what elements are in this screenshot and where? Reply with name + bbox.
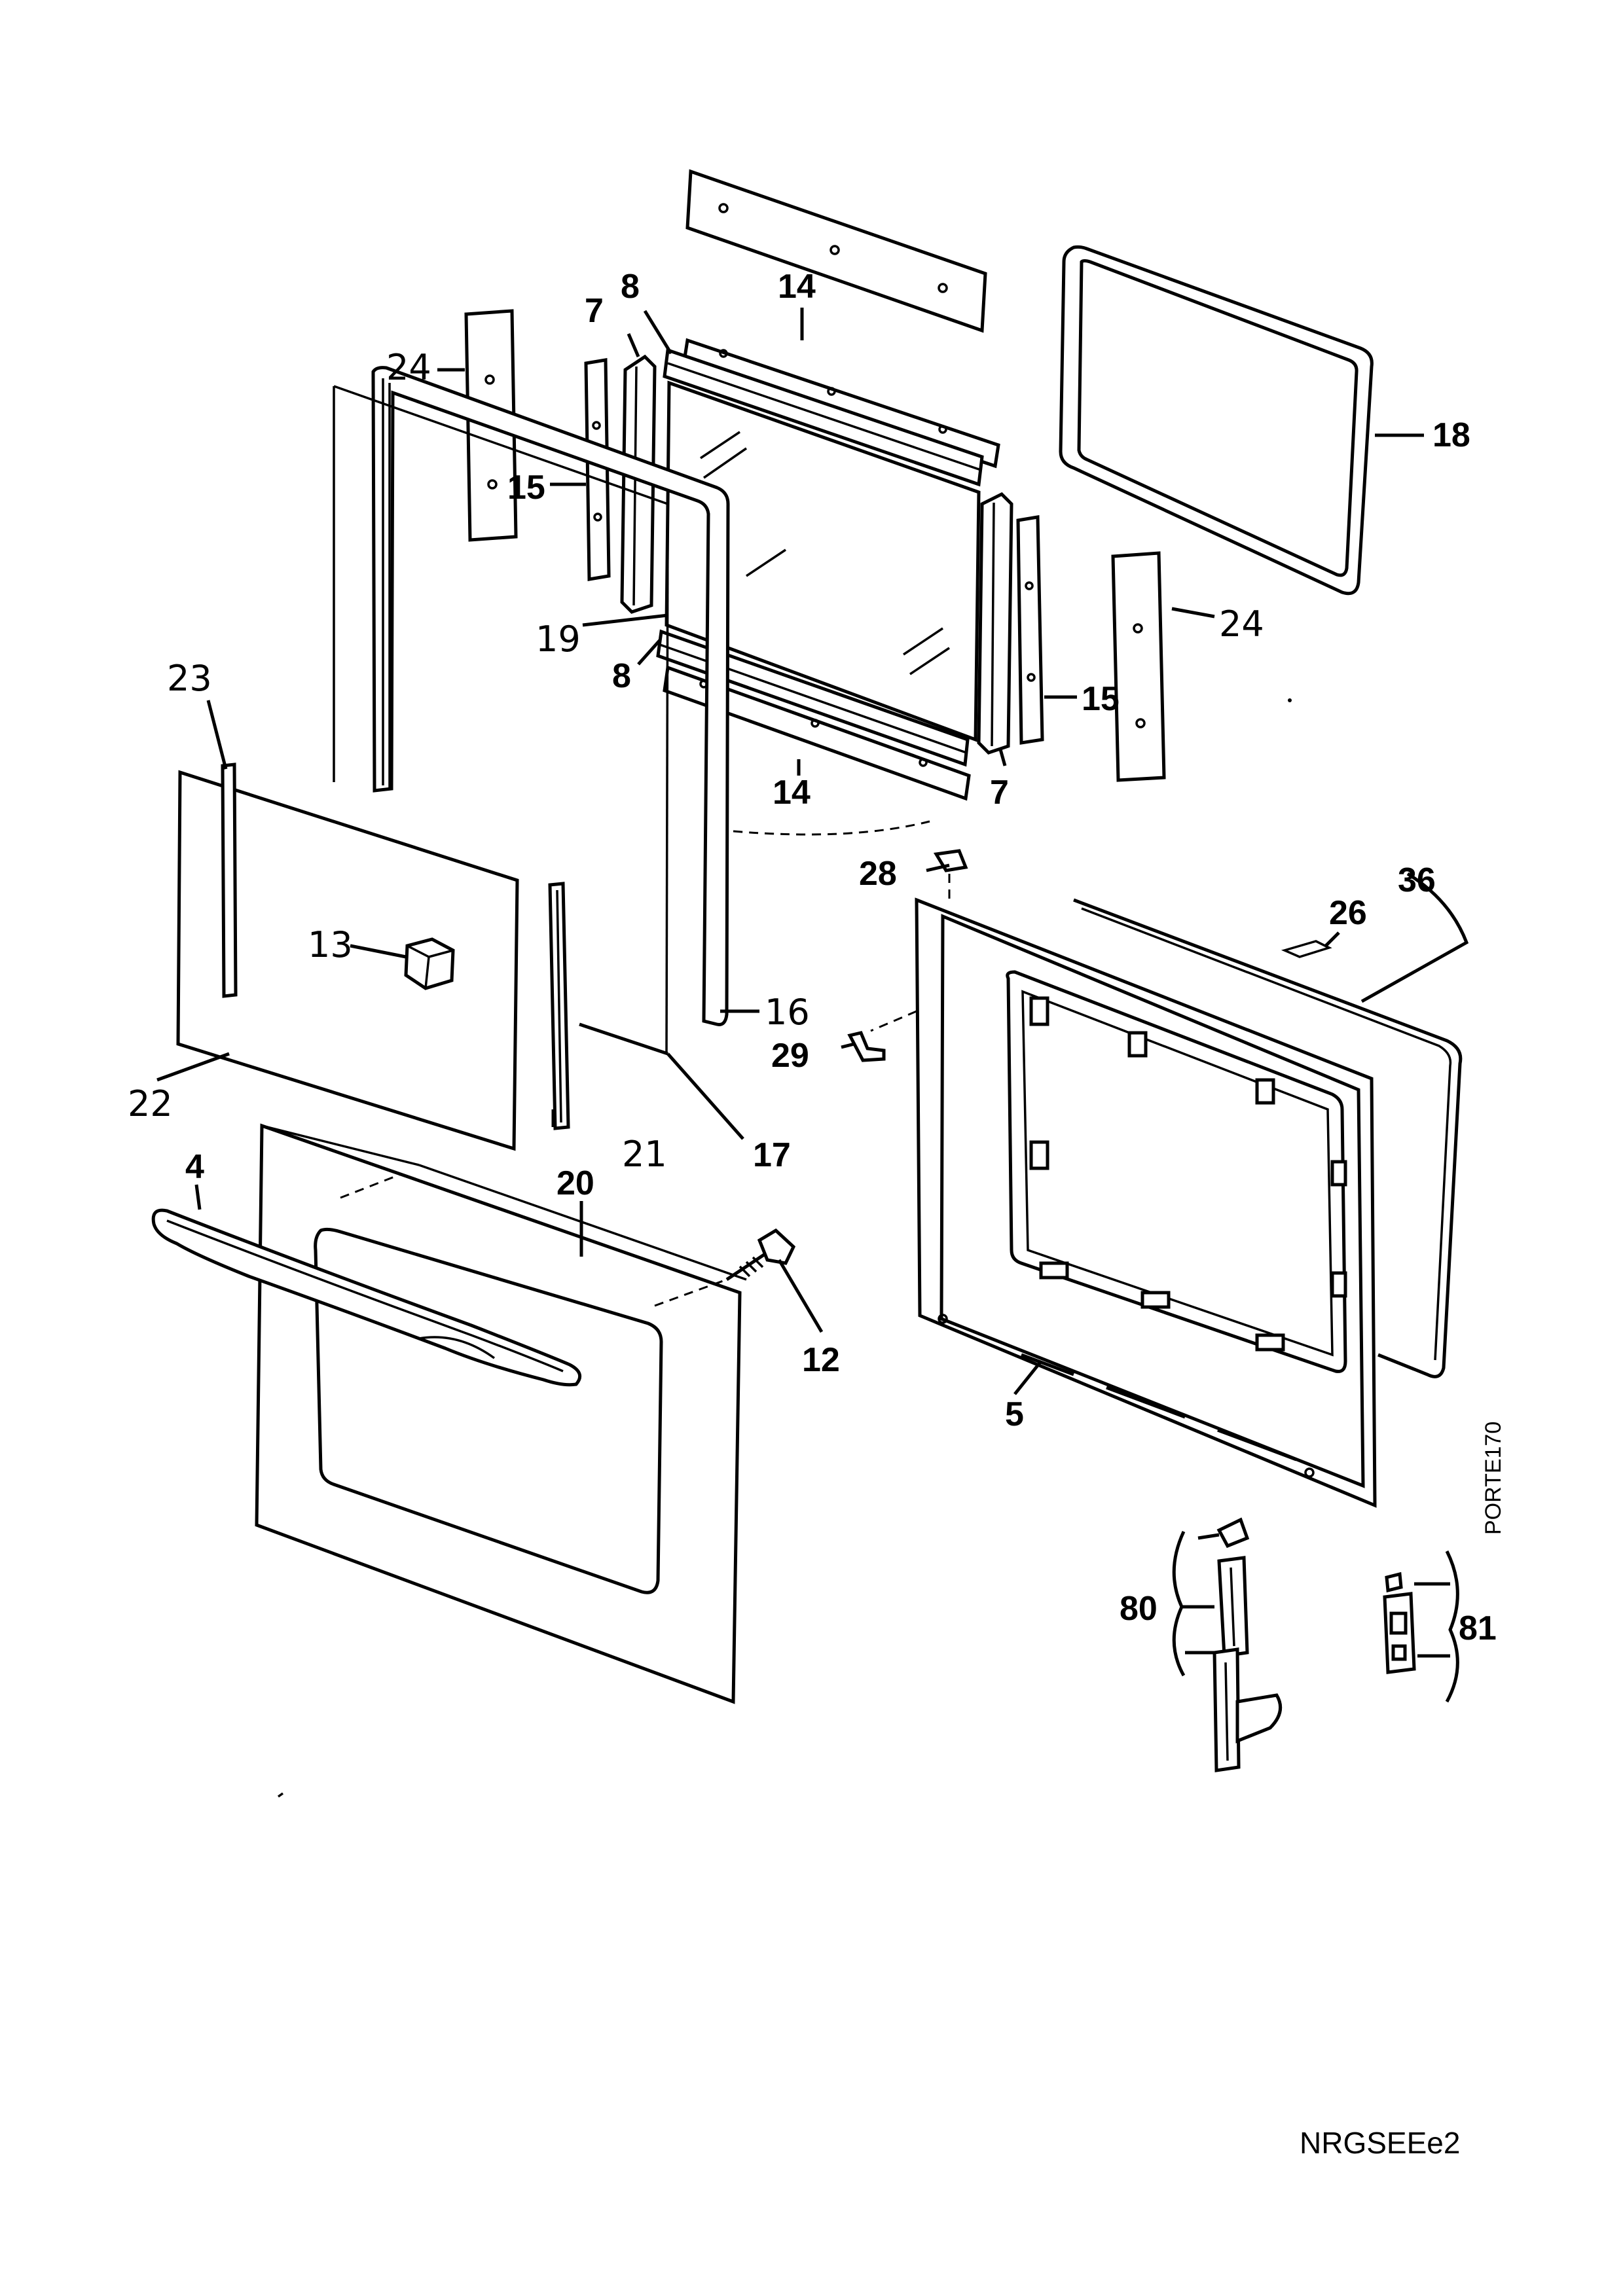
- callout-8-top: 8: [621, 268, 640, 306]
- callout-14-bottom: 14: [773, 774, 811, 812]
- bracket-29: [847, 1031, 886, 1062]
- block-13: [404, 937, 455, 990]
- gasket-36: [1073, 898, 1463, 1378]
- callout-29: 29: [771, 1037, 809, 1075]
- callout-15-left: 15: [507, 469, 545, 507]
- callout-81: 81: [1459, 1609, 1497, 1647]
- callout-13: 13: [308, 924, 353, 965]
- profile-7-right: [977, 492, 1013, 755]
- callout-16: 16: [765, 992, 810, 1033]
- screw-12: [725, 1228, 796, 1282]
- strip-15-left: [584, 358, 611, 581]
- catch-81: [1383, 1571, 1416, 1674]
- callout-24-left: 24: [386, 347, 431, 388]
- frame-17: [333, 366, 730, 1054]
- callout-4: 4: [185, 1148, 204, 1186]
- callout-15-right: 15: [1082, 680, 1120, 718]
- profile-7-left: [620, 354, 657, 614]
- callout-7-bottom: 7: [990, 774, 1009, 812]
- top-strip: [685, 169, 987, 333]
- strip-15-right: [1016, 515, 1044, 745]
- callout-8-bottom: 8: [612, 657, 631, 695]
- assembly-axes: [340, 820, 951, 1307]
- glass-panel-22: [176, 770, 519, 1151]
- plate-24-right: [1111, 551, 1166, 782]
- callout-20: 20: [556, 1164, 594, 1202]
- callout-12: 12: [802, 1341, 840, 1379]
- callout-7-top: 7: [585, 292, 604, 330]
- seal-frame-18: [1059, 245, 1374, 596]
- strip-21: [548, 882, 570, 1130]
- callout-19: 19: [536, 619, 581, 660]
- callout-36: 36: [1398, 861, 1436, 899]
- clip-26: [1281, 940, 1332, 958]
- drawing-code: PORTE170: [1481, 1422, 1506, 1535]
- callout-23: 23: [167, 658, 212, 699]
- callout-26: 26: [1329, 894, 1367, 932]
- handle-4: [151, 1208, 582, 1387]
- callout-22: 22: [128, 1083, 173, 1124]
- callout-21: 21: [622, 1134, 667, 1175]
- leader-lines: [156, 308, 1469, 1703]
- callout-17: 17: [753, 1136, 791, 1174]
- inner-door-5: [915, 897, 1377, 1508]
- callout-18: 18: [1432, 416, 1470, 454]
- callouts: 24 15 7 8 14 18 24 19 8 15 14 7 23 13 16…: [128, 268, 1497, 1647]
- callout-28: 28: [859, 855, 897, 893]
- callout-5: 5: [1005, 1395, 1024, 1433]
- hinge-80: [1213, 1517, 1283, 1772]
- model-code: NRGSEEe2: [1300, 2126, 1460, 2160]
- callout-80: 80: [1120, 1590, 1158, 1628]
- profile-8-top: [663, 348, 984, 487]
- callout-14-top: 14: [778, 268, 816, 306]
- strip-23: [221, 762, 238, 998]
- callout-24-right: 24: [1219, 603, 1264, 645]
- door-front-20: [255, 1123, 747, 1704]
